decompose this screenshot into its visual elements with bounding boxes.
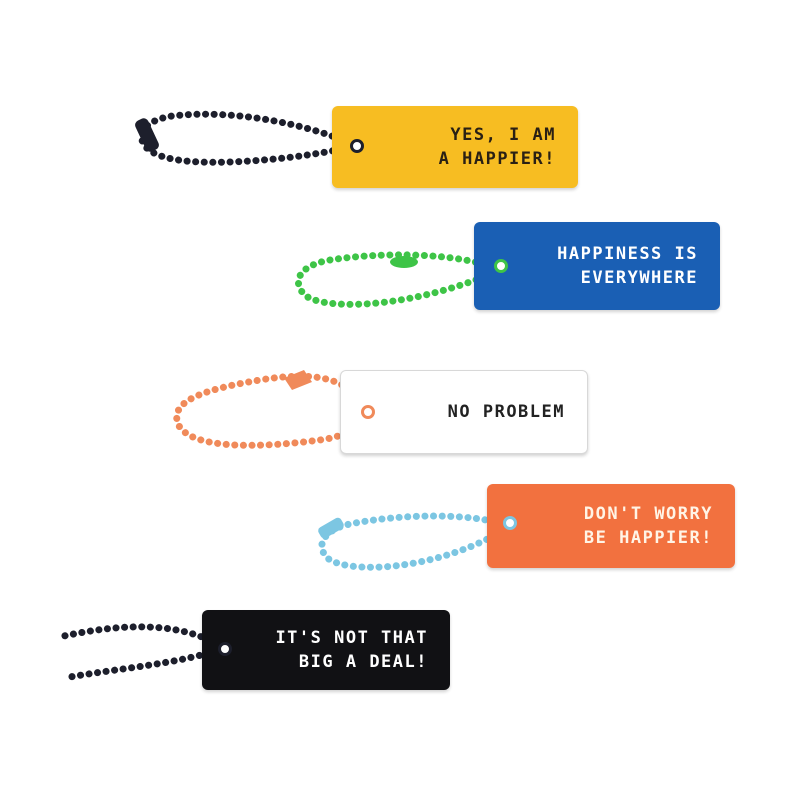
tag-blue: HAPPINESS IS EVERYWHERE bbox=[474, 222, 720, 310]
tag-black-text: IT'S NOT THAT BIG A DEAL! bbox=[275, 628, 428, 672]
tag-blue-text: HAPPINESS IS EVERYWHERE bbox=[557, 244, 698, 288]
tag-hole bbox=[361, 405, 375, 419]
chain-clasp-white bbox=[284, 370, 312, 390]
ball-chain-black-tag bbox=[60, 623, 228, 682]
tag-yellow-text: YES, I AM A HAPPIER! bbox=[438, 125, 556, 169]
tag-orange-text: DON'T WORRY BE HAPPIER! bbox=[583, 504, 713, 548]
chain-clasp-orange bbox=[318, 517, 344, 539]
chain-clasp-blue bbox=[390, 256, 418, 268]
chain-clasp-yellow bbox=[135, 118, 159, 152]
tag-hole bbox=[218, 642, 232, 656]
tag-yellow: YES, I AM A HAPPIER! bbox=[332, 106, 578, 188]
ball-chain-yellow-tag bbox=[138, 110, 360, 166]
tag-white: NO PROBLEM bbox=[340, 370, 588, 454]
tag-hole bbox=[350, 139, 364, 153]
tag-black: IT'S NOT THAT BIG A DEAL! bbox=[202, 610, 450, 690]
tag-hole bbox=[494, 259, 508, 273]
ball-chain-white-tag bbox=[173, 372, 368, 449]
tag-orange: DON'T WORRY BE HAPPIER! bbox=[487, 484, 735, 568]
ball-chain-orange-tag bbox=[318, 512, 514, 571]
tag-hole bbox=[503, 516, 517, 530]
tag-white-text: NO PROBLEM bbox=[447, 402, 565, 422]
ball-chain-blue-tag bbox=[294, 251, 504, 308]
